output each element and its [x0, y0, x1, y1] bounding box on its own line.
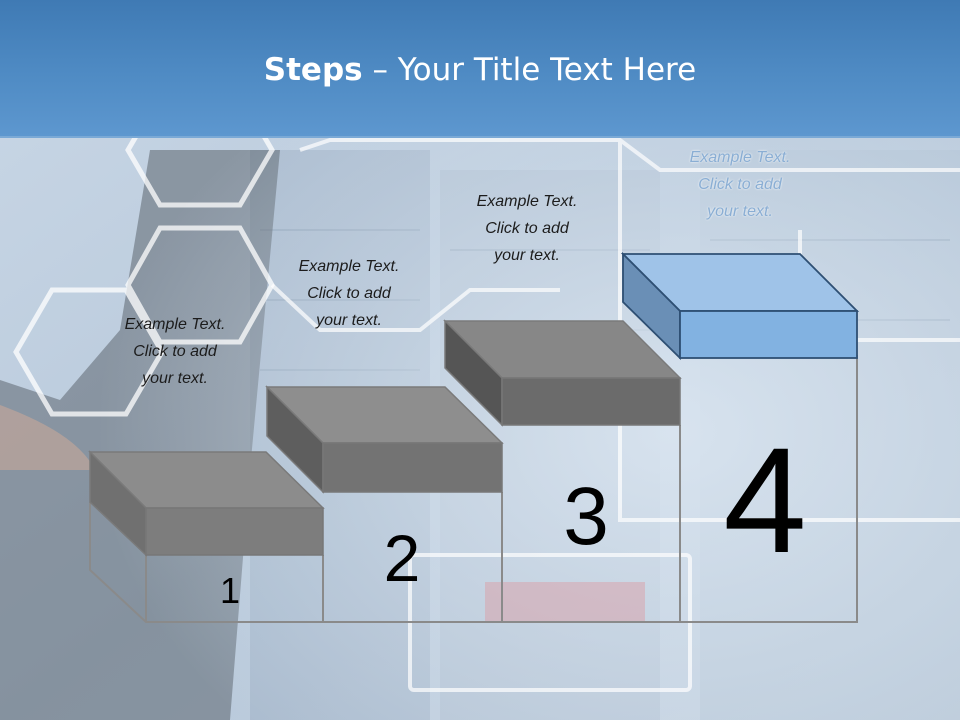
step-4-text-line-1: Example Text.	[689, 149, 791, 166]
step-4-text-line-3: your text.	[707, 203, 773, 220]
step-3-text-line-3: your text.	[494, 247, 560, 264]
step-1-text-line-1: Example Text.	[124, 316, 226, 333]
step-1-text[interactable]: Example Text. Click to add your text.	[75, 311, 275, 392]
step-3-block[interactable]	[443, 319, 682, 427]
step-3-block-front	[501, 377, 681, 426]
step-4-block[interactable]	[620, 251, 860, 361]
step-1-block[interactable]	[88, 450, 325, 557]
step-1-number: 1	[219, 570, 241, 611]
step-3-text-line-2: Click to add	[485, 220, 569, 237]
step-4-text[interactable]: Example Text. Click to add your text.	[640, 144, 840, 225]
stairs-outline	[89, 355, 858, 623]
step-1-text-line-3: your text.	[142, 370, 208, 387]
step-4-text-line-2: Click to add	[698, 176, 782, 193]
step-1-text-line-2: Click to add	[133, 343, 217, 360]
step-3-text[interactable]: Example Text. Click to add your text.	[427, 188, 627, 269]
slide-title[interactable]: Steps – Your Title Text Here	[0, 52, 960, 88]
title-rest-text: – Your Title Text Here	[362, 52, 697, 88]
step-2-block-front	[322, 442, 503, 493]
step-2-text-line-2: Click to add	[307, 285, 391, 302]
step-3-text-line-1: Example Text.	[476, 193, 578, 210]
title-bar	[0, 0, 960, 138]
step-2-text[interactable]: Example Text. Click to add your text.	[249, 253, 449, 334]
step-2-block[interactable]	[265, 385, 504, 494]
step-2-text-line-1: Example Text.	[298, 258, 400, 275]
step-4-number: 4	[723, 416, 807, 584]
title-bold-text: Steps	[263, 52, 363, 88]
step-3-number: 3	[563, 471, 609, 562]
step-2-text-line-3: your text.	[316, 312, 382, 329]
step-4-block-front	[679, 310, 858, 359]
step-1-block-front	[145, 507, 324, 556]
step-2-number: 2	[383, 521, 421, 595]
